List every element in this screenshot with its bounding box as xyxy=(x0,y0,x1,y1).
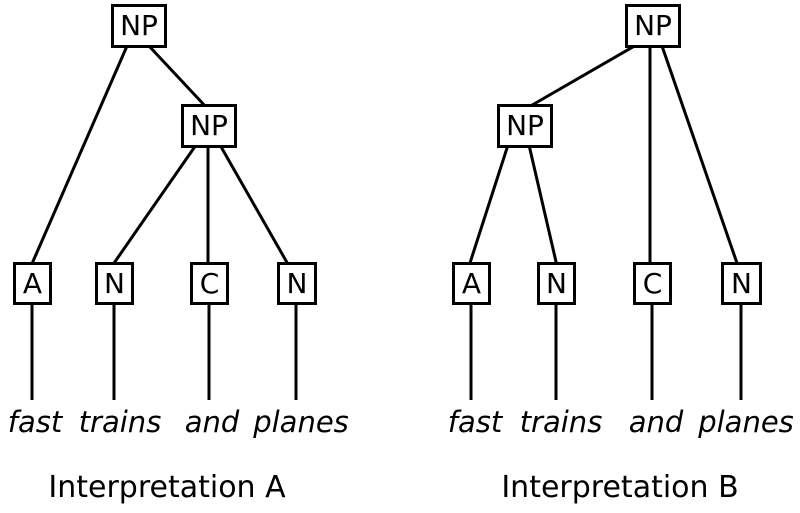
tree-b-root-np-node: NP xyxy=(625,4,681,48)
tree-a-leaf-a-node: A xyxy=(13,262,52,305)
tree-a-root-np-node: NP xyxy=(111,4,167,48)
tree-a-word-fast: fast xyxy=(7,405,63,439)
tree-b-inner-np-node: NP xyxy=(497,104,553,148)
tree-b-caption: Interpretation B xyxy=(501,470,739,505)
edge-b-root-to-innernp xyxy=(526,42,639,110)
tree-b-word-planes: planes xyxy=(698,405,794,439)
edge-b-root-to-N2 xyxy=(660,45,740,267)
tree-b-word-and: and xyxy=(628,405,684,439)
tree-a-inner-np-node: NP xyxy=(181,104,237,148)
tree-a-leaf-n1-node: N xyxy=(95,262,134,305)
tree-b-word-fast: fast xyxy=(447,405,503,439)
tree-b-leaf-c-node: C xyxy=(633,262,672,305)
edge-a-innernp-to-N1 xyxy=(110,144,198,267)
edge-a-root-to-innernp xyxy=(147,44,209,110)
tree-a-word-planes: planes xyxy=(253,405,349,439)
tree-b-leaf-n1-node: N xyxy=(537,262,576,305)
tree-a-word-trains: trains xyxy=(78,405,162,439)
edge-b-innernp-to-N1 xyxy=(527,144,559,267)
edge-a-root-to-A xyxy=(29,45,129,267)
edge-a-innernp-to-N2 xyxy=(218,144,291,267)
tree-b-word-trains: trains xyxy=(519,405,603,439)
tree-a-leaf-n2-node: N xyxy=(277,262,317,305)
tree-b-leaf-n2-node: N xyxy=(721,262,762,305)
tree-b-leaf-a-node: A xyxy=(452,262,491,305)
tree-a-word-and: and xyxy=(184,405,240,439)
tree-a-caption: Interpretation A xyxy=(48,470,286,505)
edge-b-innernp-to-A xyxy=(467,144,510,267)
tree-a-leaf-c-node: C xyxy=(190,262,229,305)
